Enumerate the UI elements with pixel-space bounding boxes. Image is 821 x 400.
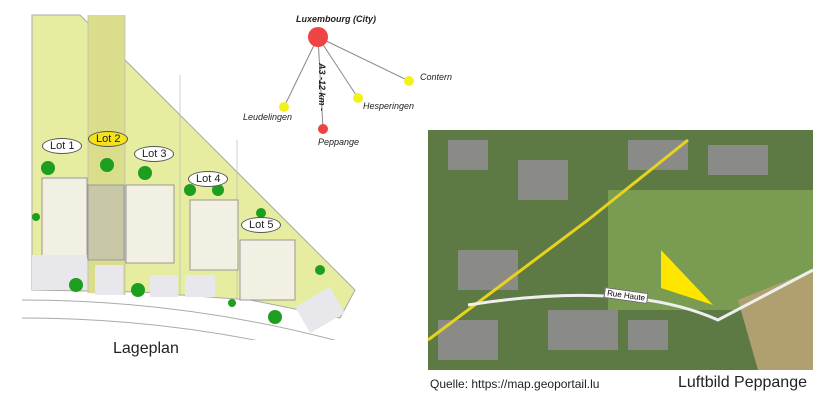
hesperingen-marker — [353, 93, 363, 103]
lot-4-label[interactable]: Lot 4 — [188, 171, 229, 187]
route-label: A3 -12 km - — [317, 62, 328, 112]
contern-marker — [404, 76, 414, 86]
source-caption[interactable]: Quelle: https://map.geoportail.lu — [430, 377, 600, 391]
place-label: Leudelingen — [243, 112, 293, 122]
center-city-label: Luxembourg (City) — [296, 14, 376, 24]
peppange-marker — [318, 124, 328, 134]
site-plan-drawing — [21, 14, 356, 340]
place-label: Hesperingen — [363, 101, 415, 111]
location-diagram — [279, 27, 414, 134]
lot-5-label[interactable]: Lot 5 — [241, 217, 282, 233]
building-plot — [661, 250, 713, 305]
place-label: Peppange — [318, 137, 360, 147]
leudelingen-marker — [279, 102, 289, 112]
aerial-photo — [428, 130, 813, 370]
place-label: Contern — [420, 72, 453, 82]
trees — [32, 158, 325, 324]
lot-1-label[interactable]: Lot 1 — [42, 138, 83, 154]
lot-3-label[interactable]: Lot 3 — [134, 146, 175, 162]
aerial-caption: Luftbild Peppange — [678, 374, 807, 391]
site-plan-caption: Lageplan — [113, 340, 179, 357]
lot-2-label[interactable]: Lot 2 — [88, 131, 129, 147]
luxembourg-city-marker — [308, 27, 328, 47]
main-road — [428, 138, 689, 342]
